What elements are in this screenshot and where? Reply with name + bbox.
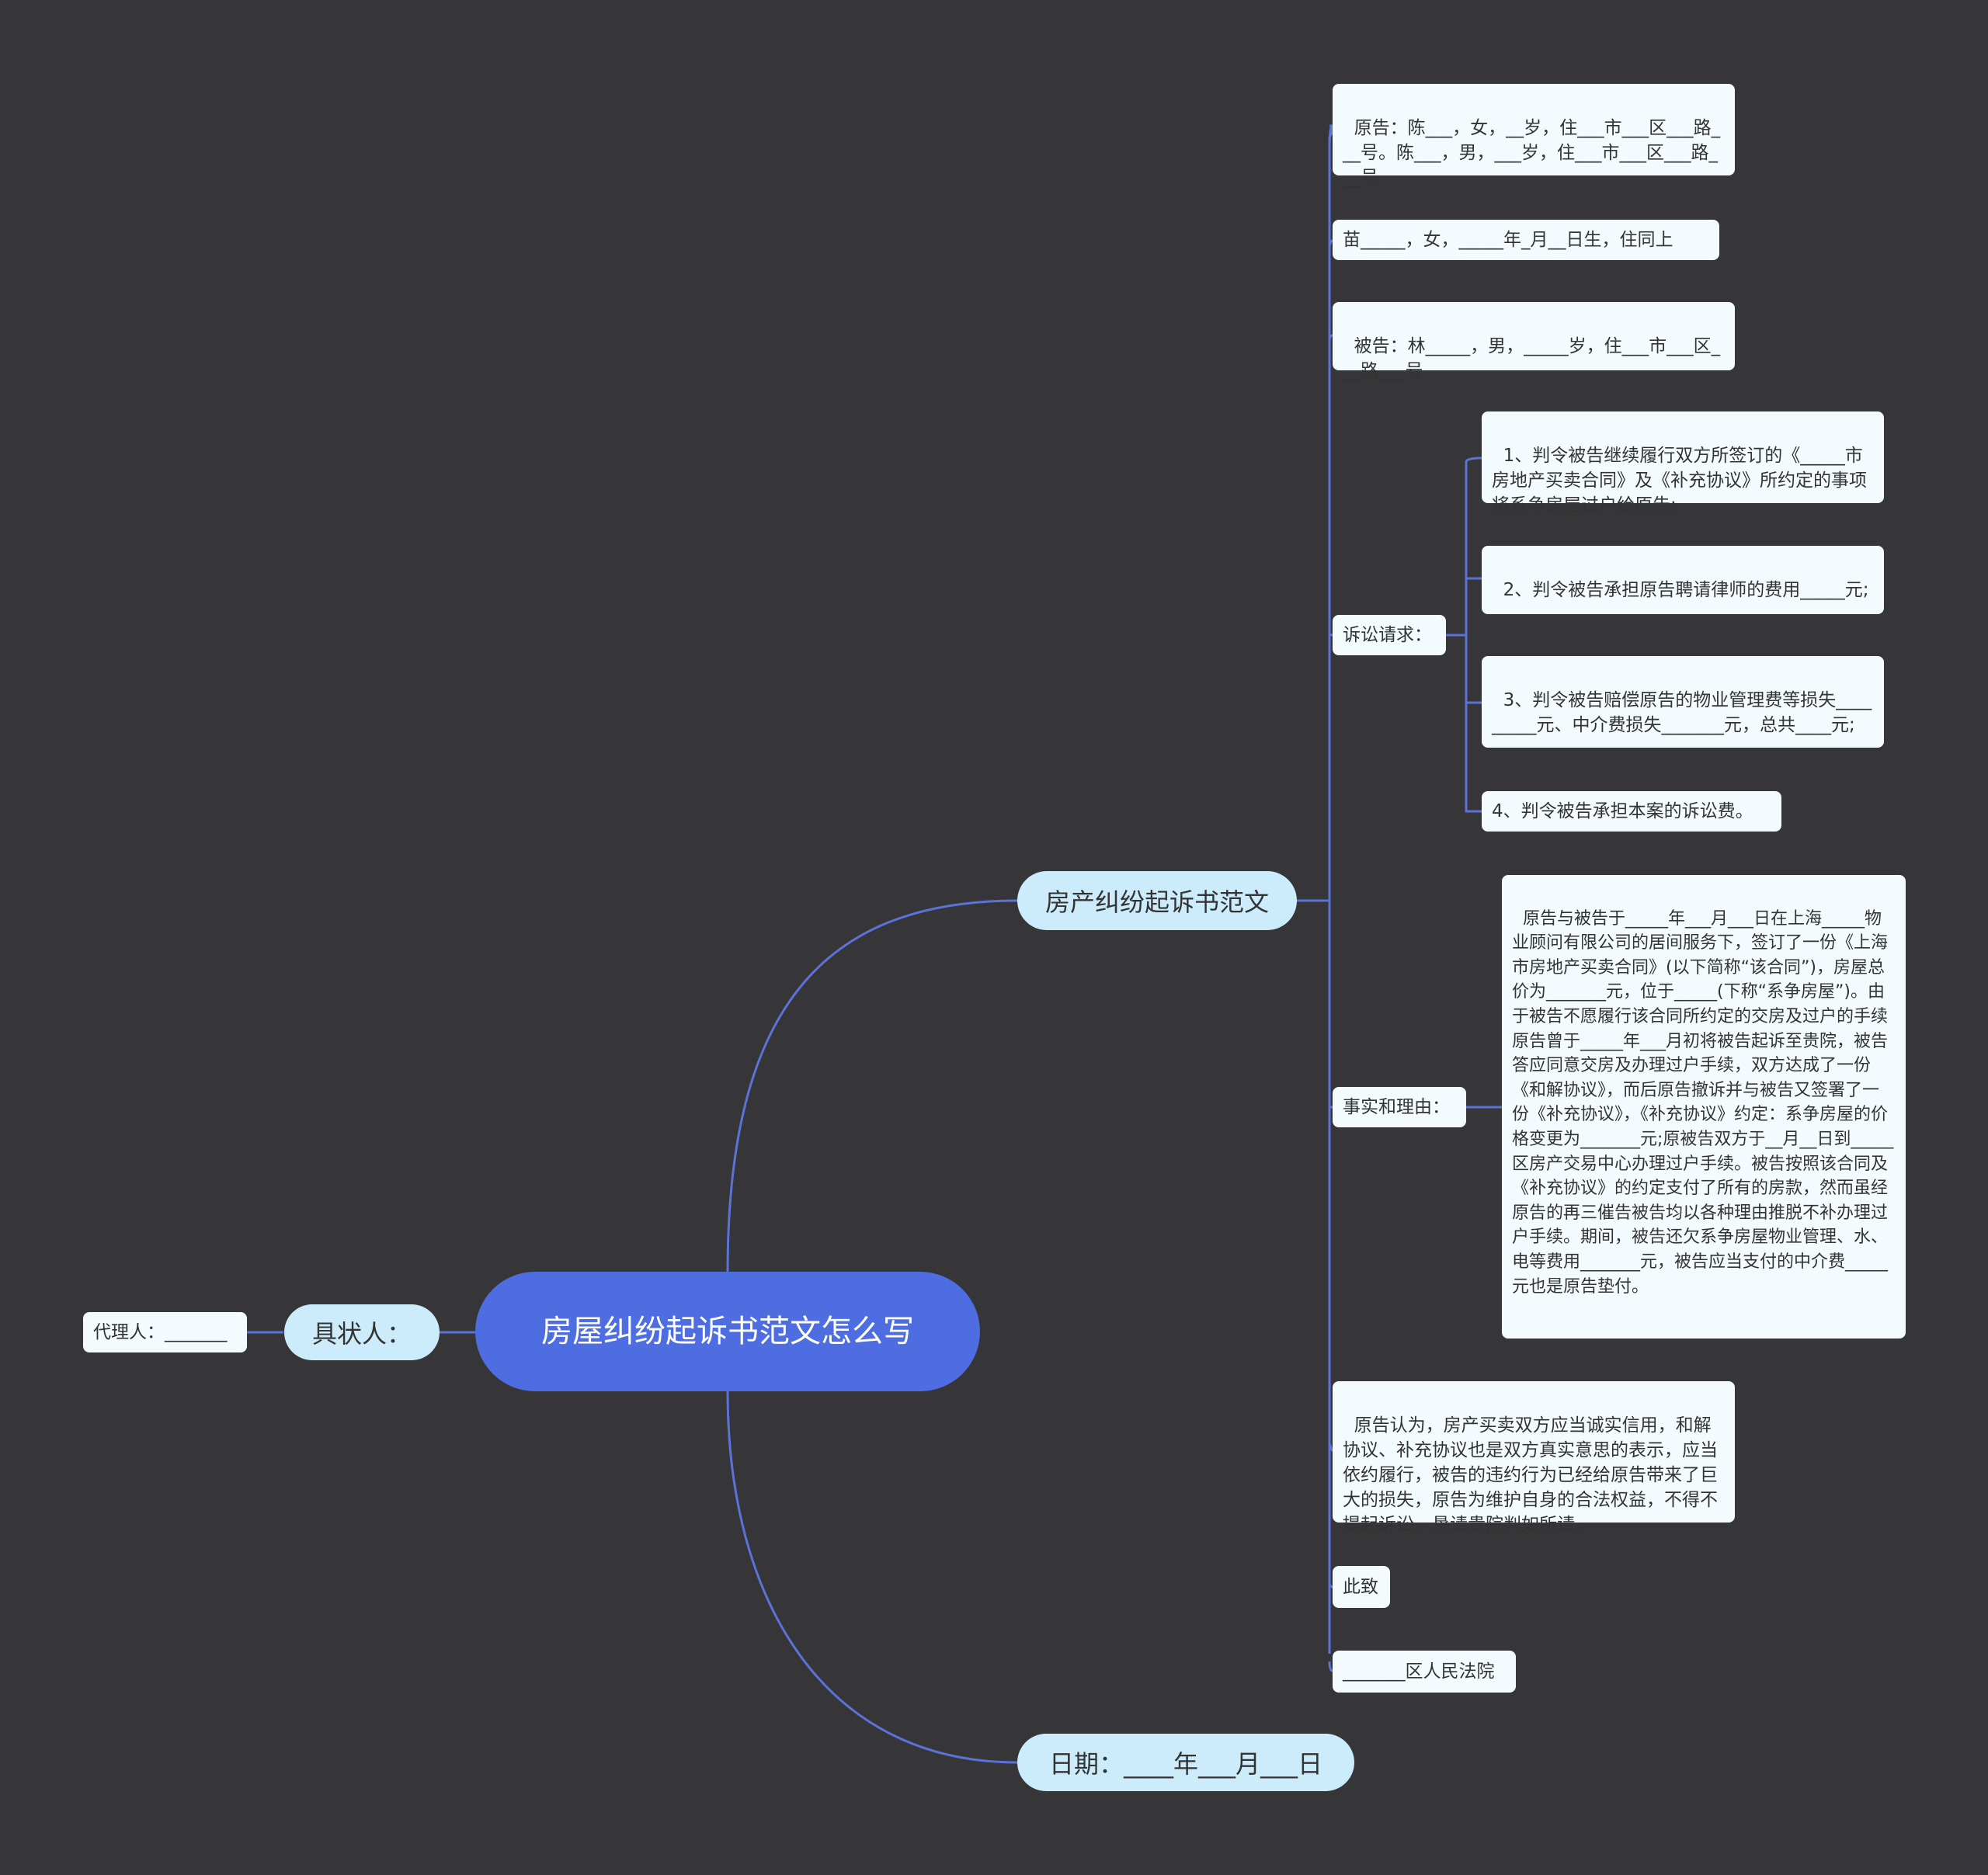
claim-item-text: 1、判令被告继续履行双方所签订的《_____市房地产买卖合同》及《补充协议》所约… <box>1492 446 1867 516</box>
plaintiff-text: 原告：陈___，女，__岁，住___市___区___路___号。陈___，男，_… <box>1343 118 1721 188</box>
root-node[interactable]: 房屋纠纷起诉书范文怎么写 <box>475 1272 980 1391</box>
date-label: 日期：____年___月___日 <box>1048 1749 1322 1779</box>
complaint-template-node[interactable]: 房产纠纷起诉书范文 <box>1017 871 1297 930</box>
signer-node[interactable]: 具状人： <box>284 1304 440 1360</box>
agent-label: 代理人：_______ <box>93 1322 228 1342</box>
closing-text: 此致 <box>1343 1577 1378 1597</box>
reasoning-text: 原告认为，房产买卖双方应当诚实信用，和解协议、补充协议也是双方真实意思的表示，应… <box>1343 1415 1718 1535</box>
complaint-template-label: 房产纠纷起诉书范文 <box>1044 887 1269 917</box>
plaintiff2-text: 苗_____，女，_____年_月__日生，住同上 <box>1343 230 1673 250</box>
facts-text-node[interactable]: 原告与被告于_____年___月___日在上海_____物业顾问有限公司的居间服… <box>1502 875 1906 1339</box>
claim-item-text: 2、判令被告承担原告聘请律师的费用_____元; <box>1503 580 1869 600</box>
claim-item-2[interactable]: 2、判令被告承担原告聘请律师的费用_____元; <box>1482 546 1884 614</box>
root-label: 房屋纠纷起诉书范文怎么写 <box>541 1314 914 1349</box>
facts-label: 事实和理由： <box>1343 1097 1450 1117</box>
court-node[interactable]: _______区人民法院 <box>1333 1651 1516 1693</box>
facts-node[interactable]: 事实和理由： <box>1333 1087 1466 1127</box>
claim-item-4[interactable]: 4、判令被告承担本案的诉讼费。 <box>1482 791 1781 832</box>
plaintiff2-node[interactable]: 苗_____，女，_____年_月__日生，住同上 <box>1333 220 1719 260</box>
plaintiff-node[interactable]: 原告：陈___，女，__岁，住___市___区___路___号。陈___，男，_… <box>1333 84 1735 188</box>
claims-label: 诉讼请求： <box>1343 625 1432 645</box>
court-text: _______区人民法院 <box>1343 1661 1495 1682</box>
closing-node[interactable]: 此致 <box>1333 1566 1390 1608</box>
agent-node[interactable]: 代理人：_______ <box>83 1312 247 1352</box>
defendant-node[interactable]: 被告：林_____，男，_____岁，住___市___区___路___号 <box>1333 302 1735 381</box>
defendant-text: 被告：林_____，男，_____岁，住___市___区___路___号 <box>1343 336 1721 381</box>
claims-node[interactable]: 诉讼请求： <box>1333 615 1446 655</box>
facts-text: 原告与被告于_____年___月___日在上海_____物业顾问有限公司的居间服… <box>1512 908 1894 1297</box>
date-node[interactable]: 日期：____年___月___日 <box>1017 1734 1354 1791</box>
claim-item-text: 4、判令被告承担本案的诉讼费。 <box>1492 801 1753 821</box>
claim-item-text: 3、判令被告赔偿原告的物业管理费等损失_________元、中介费损失_____… <box>1492 690 1872 735</box>
reasoning-node[interactable]: 原告认为，房产买卖双方应当诚实信用，和解协议、补充协议也是双方真实意思的表示，应… <box>1333 1381 1735 1535</box>
claim-item-3[interactable]: 3、判令被告赔偿原告的物业管理费等损失_________元、中介费损失_____… <box>1482 656 1884 748</box>
signer-label: 具状人： <box>311 1319 412 1349</box>
claim-item-1[interactable]: 1、判令被告继续履行双方所签订的《_____市房地产买卖合同》及《补充协议》所约… <box>1482 411 1884 516</box>
